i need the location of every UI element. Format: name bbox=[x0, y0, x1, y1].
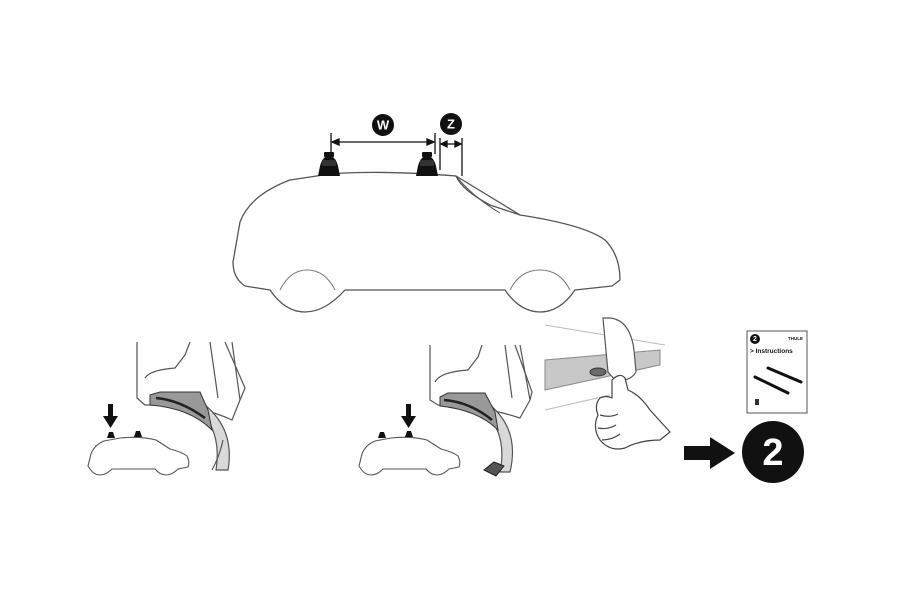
small-car-rear-outline bbox=[358, 436, 461, 476]
z-badge: Z bbox=[440, 113, 462, 135]
booklet-brand: THULE bbox=[788, 336, 803, 341]
next-step-arrow-icon bbox=[684, 437, 735, 469]
z-dimension-line bbox=[439, 138, 463, 176]
w-dimension-line bbox=[330, 133, 436, 154]
main-car-outline bbox=[232, 171, 621, 313]
w-badge-label: W bbox=[377, 118, 390, 133]
main-car-wheel-arch-front bbox=[279, 269, 336, 291]
front-foot-pad-icon bbox=[149, 391, 213, 432]
next-step-number: 2 bbox=[762, 432, 783, 474]
booklet-key-icon bbox=[755, 399, 759, 405]
door-handle-icon bbox=[589, 367, 607, 377]
z-badge-label: Z bbox=[447, 117, 455, 132]
down-arrow-rear-icon bbox=[401, 404, 416, 428]
booklet-step-number: 2 bbox=[753, 336, 757, 343]
roof-foot-front-icon bbox=[318, 152, 340, 176]
rear-foot-pad-icon bbox=[439, 392, 505, 477]
booklet-title: > Instructions bbox=[750, 348, 793, 355]
booklet-roof-bars-icon bbox=[753, 366, 803, 395]
next-step-badge: 2 bbox=[742, 421, 804, 483]
small-car-rear-feet-icon bbox=[378, 431, 413, 438]
main-car-wheel-arch-rear bbox=[509, 269, 571, 291]
hand-icon bbox=[594, 374, 671, 450]
roof-foot-rear-icon bbox=[416, 152, 438, 176]
small-car-front-feet-icon bbox=[107, 431, 142, 438]
instructions-booklet: 2 THULE > Instructions bbox=[746, 330, 808, 414]
w-badge: W bbox=[372, 114, 394, 136]
door-pillar bbox=[602, 317, 637, 381]
small-car-front-outline bbox=[87, 436, 190, 476]
down-arrow-front-icon bbox=[103, 404, 118, 428]
